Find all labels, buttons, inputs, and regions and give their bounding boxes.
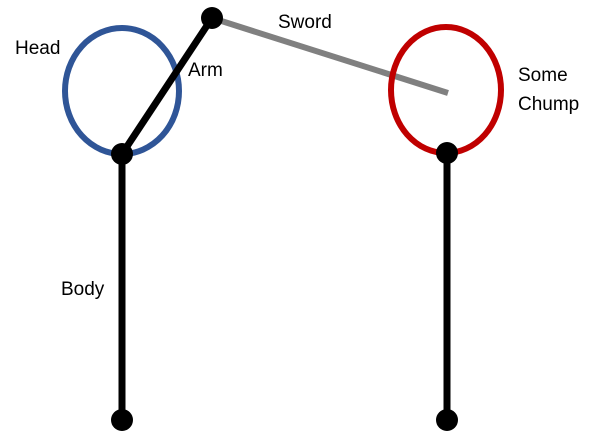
chump-foot-joint: [436, 409, 458, 431]
chump-label-line1: Some: [518, 65, 568, 86]
sword-label: Sword: [278, 12, 332, 33]
hero-foot-joint: [111, 409, 133, 431]
arm-line: [119, 16, 215, 156]
sword-line: [211, 15, 449, 96]
body-label: Body: [61, 279, 105, 300]
head-label: Head: [15, 38, 60, 59]
neck-joint: [111, 143, 133, 165]
chump-neck-joint: [436, 142, 458, 164]
chump-label-line2: Chump: [518, 94, 579, 115]
arm-label: Arm: [188, 60, 223, 81]
hand-joint: [201, 7, 223, 29]
